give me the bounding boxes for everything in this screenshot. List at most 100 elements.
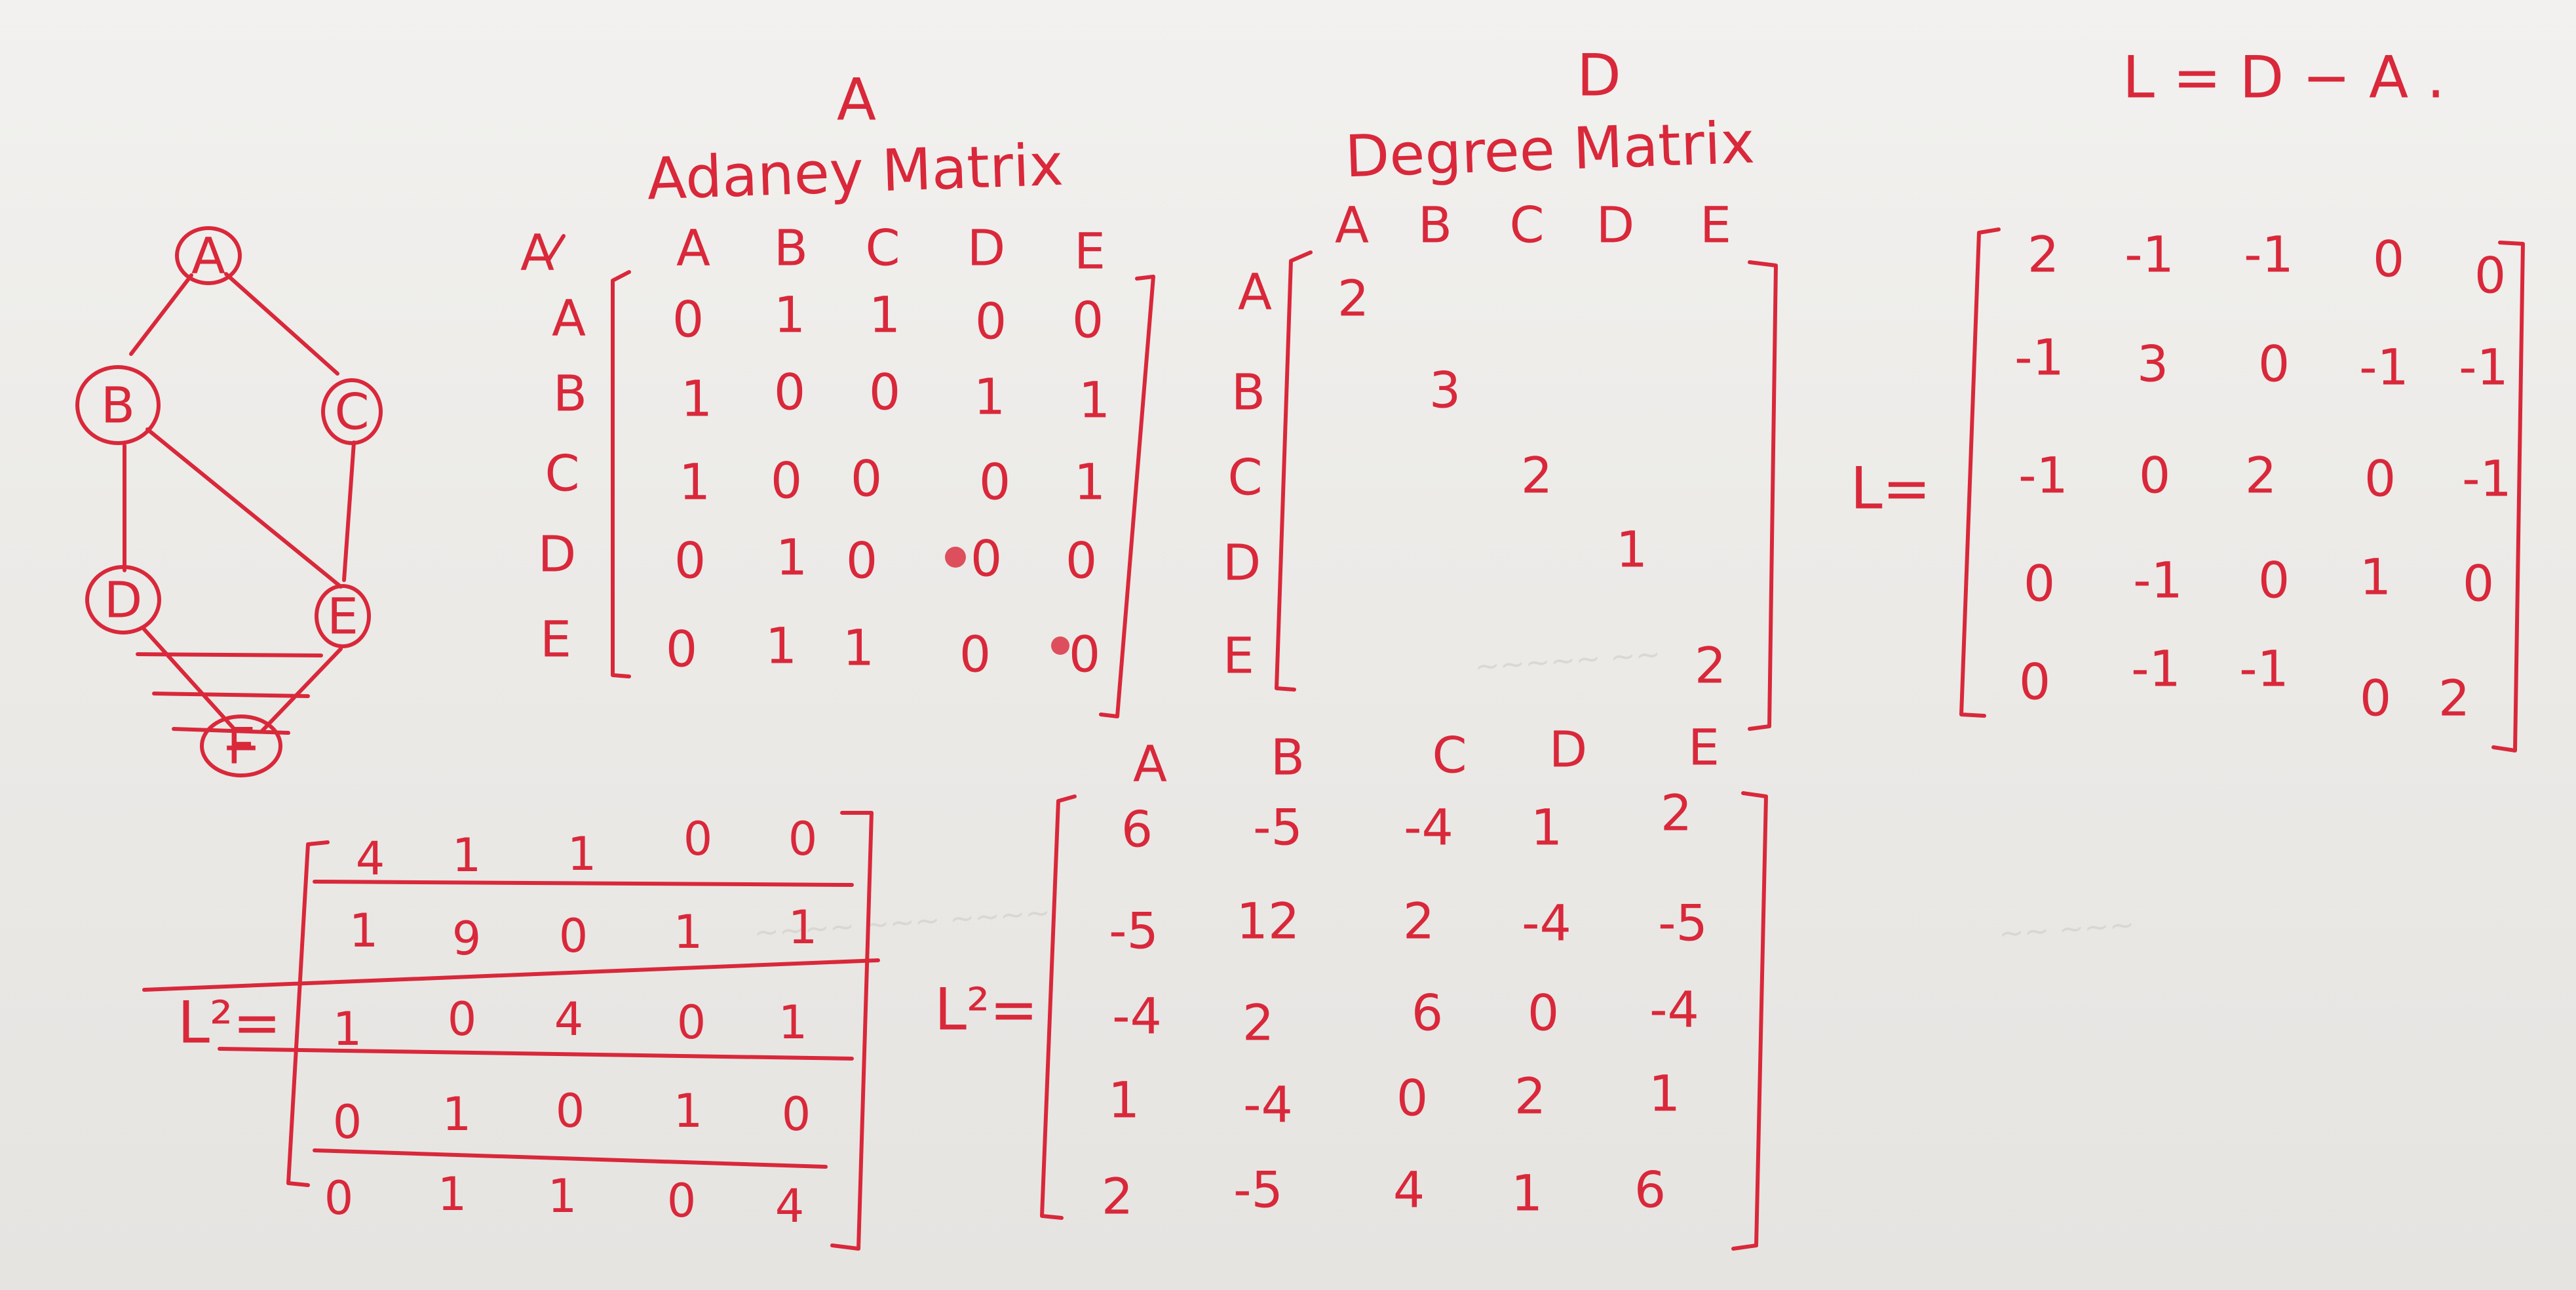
crossed-cell: 1 — [547, 1169, 577, 1223]
crossed-cell: 0 — [558, 909, 588, 963]
laplacian-formula: L = D − A . — [2122, 43, 2446, 111]
lsquared-cell: 2 — [1101, 1167, 1134, 1226]
laplacian-cell: -1 — [2124, 225, 2174, 284]
lsquared-cell: 6 — [1411, 983, 1444, 1042]
crossed-right-bracket — [830, 811, 874, 1251]
crossed-cell: 1 — [452, 829, 482, 882]
lsquared-cell: -4 — [1404, 798, 1453, 857]
laplacian-label: L= — [1850, 454, 1931, 522]
degree-col-header: A — [1335, 195, 1369, 254]
adjacency-cell: 0 — [850, 449, 883, 508]
laplacian-cell: -1 — [2459, 338, 2509, 397]
crossed-cell: 0 — [332, 1095, 362, 1149]
lsquared-cell: 1 — [1530, 798, 1563, 857]
lsquared-cell: 2 — [1514, 1066, 1547, 1125]
lsquared-left-bracket — [1040, 794, 1077, 1220]
lsquared-cell: -5 — [1253, 798, 1303, 857]
laplacian-right-bracket — [2491, 241, 2525, 752]
lsquared-cell: -4 — [1522, 893, 1571, 952]
crossed-cell: 9 — [452, 912, 482, 966]
strike-line — [313, 1148, 828, 1169]
lsquared-cell: 2 — [1402, 891, 1435, 950]
lsquared-right-bracket — [1731, 791, 1768, 1251]
adjacency-cell: 1 — [775, 528, 808, 587]
degree-col-header: E — [1699, 195, 1732, 254]
adjacency-cell: 1 — [1078, 370, 1111, 429]
laplacian-cell: -1 — [2244, 225, 2294, 284]
lsquared-cell: -4 — [1112, 987, 1162, 1046]
laplacian-left-bracket — [1959, 227, 2001, 718]
adjacency-cell: 0 — [845, 531, 878, 590]
lsquared-cell: 2 — [1660, 783, 1693, 842]
adjacency-cell: 1 — [765, 616, 798, 675]
degree-right-bracket — [1748, 260, 1778, 731]
adjacency-cell: 1 — [842, 618, 875, 677]
crossed-cell: 0 — [788, 812, 818, 866]
graph-node-b: B — [100, 376, 136, 435]
crossed-cell: 0 — [447, 992, 477, 1046]
laplacian-cell: -1 — [2359, 338, 2409, 397]
degree-diag-cell: 2 — [1520, 446, 1553, 505]
lsquared-cell: -4 — [1243, 1075, 1293, 1134]
lsquared-cell: -5 — [1109, 901, 1159, 960]
adjacency-cell: 0 — [672, 290, 704, 349]
graph-node-circles — [75, 226, 383, 777]
corner-cross — [547, 234, 566, 261]
lsquared-cell: 1 — [1648, 1064, 1681, 1123]
lsquared-col-header: B — [1270, 728, 1305, 787]
crossed-cell: 1 — [778, 996, 808, 1049]
adjacency-cell: 1 — [678, 452, 711, 511]
crossed-left-bracket — [286, 840, 330, 1187]
laplacian-cell: 2 — [2027, 225, 2060, 284]
crossed-cell: 0 — [555, 1084, 585, 1138]
adjacency-cell: 0 — [665, 619, 698, 678]
graph-node-d: D — [104, 570, 143, 629]
crossed-cell: 4 — [554, 992, 584, 1046]
adjacency-corner: A — [520, 223, 554, 282]
lsquared-cell: 0 — [1527, 983, 1560, 1042]
adjacency-cell: 0 — [773, 362, 806, 421]
laplacian-cell: 0 — [2372, 229, 2405, 288]
adjacency-cell: 1 — [680, 369, 713, 428]
adjacency-cell: 1 — [773, 285, 806, 344]
laplacian-cell: 1 — [2359, 547, 2392, 606]
crossed-cell: 0 — [324, 1171, 354, 1225]
laplacian-cell: -1 — [2014, 328, 2064, 387]
degree-diag-cell: 2 — [1337, 269, 1370, 328]
laplacian-cell: -1 — [2131, 639, 2181, 698]
lsquared-col-header: A — [1133, 734, 1167, 793]
adjacency-col-header: C — [865, 218, 900, 277]
adjacency-cell: 0 — [1071, 290, 1104, 349]
crossed-cell: 1 — [442, 1087, 472, 1141]
lsquared-cell: 1 — [1107, 1070, 1140, 1129]
adjacency-letter: A — [836, 66, 877, 134]
lsquared-cell: -5 — [1233, 1160, 1283, 1219]
degree-diag-cell: 1 — [1615, 520, 1648, 579]
degree-row-label: C — [1227, 448, 1263, 507]
adjacency-col-header: E — [1073, 222, 1106, 281]
crossed-cell: 1 — [332, 1002, 362, 1056]
crossed-cell: 0 — [676, 996, 706, 1049]
degree-col-header: D — [1596, 195, 1635, 254]
graph-node-c: C — [334, 382, 370, 441]
laplacian-cell: 0 — [2018, 652, 2051, 711]
lsquared-cell: 4 — [1393, 1160, 1425, 1219]
lsquared-col-header: D — [1548, 720, 1588, 779]
lsquared-col-header: C — [1432, 726, 1467, 785]
adjacency-cell: 1 — [868, 285, 901, 344]
laplacian-cell: 2 — [2244, 446, 2277, 505]
adjacency-right-bracket — [1099, 275, 1155, 718]
lsquared-label: L²= — [934, 975, 1039, 1044]
adjacency-row-label: A — [552, 288, 586, 347]
adjacency-row-label: D — [537, 524, 577, 583]
adjacency-row-label: B — [552, 364, 588, 423]
adjacency-col-header: D — [967, 218, 1006, 277]
adjacency-col-header: B — [773, 218, 809, 277]
laplacian-cell: 0 — [2258, 551, 2290, 610]
adjacency-cell: 0 — [1068, 625, 1101, 684]
degree-col-header: C — [1509, 195, 1545, 254]
crossed-cell: 1 — [567, 827, 597, 881]
adjacency-cell: 0 — [974, 292, 1007, 351]
degree-row-label: A — [1238, 262, 1272, 321]
